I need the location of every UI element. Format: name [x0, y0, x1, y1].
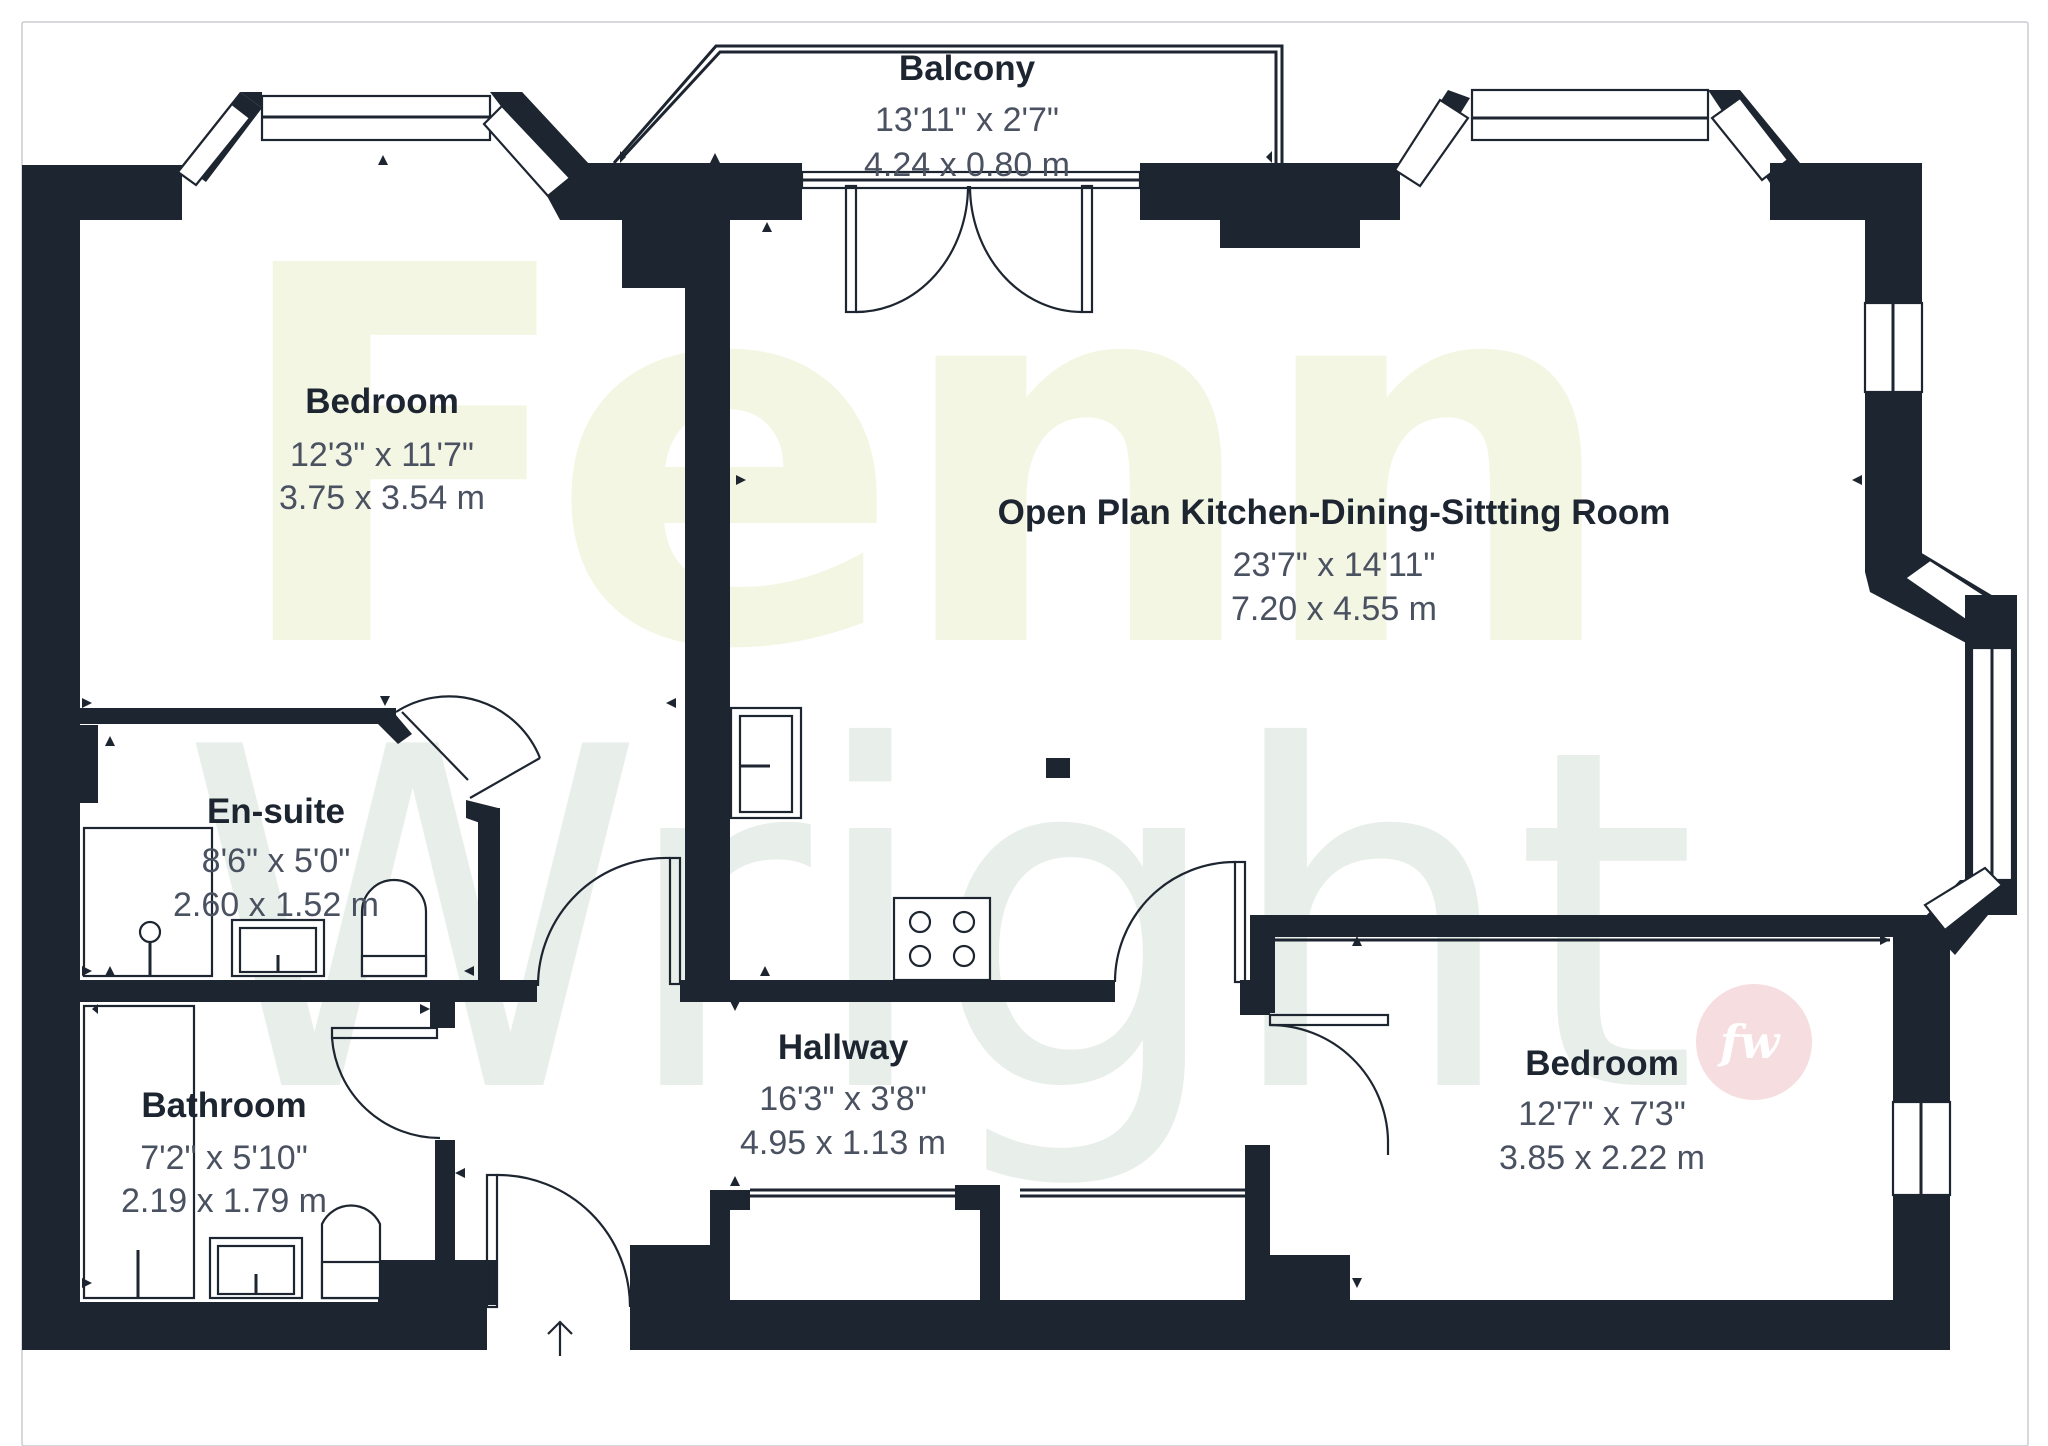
- room-label-bedroom-second: Bedroom 12'7" x 7'3" 3.85 x 2.22 m: [1499, 1044, 1705, 1177]
- room-label-ensuite: En-suite 8'6" x 5'0" 2.60 x 1.52 m: [173, 792, 379, 924]
- room-name: Balcony: [899, 49, 1036, 88]
- door-kitchen: [1113, 860, 1247, 984]
- room-imperial: 7'2" x 5'10": [140, 1139, 308, 1177]
- measure-ticks: [82, 151, 1890, 1288]
- room-metric: 4.95 x 1.13 m: [740, 1124, 946, 1162]
- window-bay-east: [1863, 301, 2017, 1197]
- window-bay-kitchen: [1393, 88, 1800, 220]
- door-hallway-bedroom: [536, 856, 682, 987]
- room-metric: 3.85 x 2.22 m: [1499, 1139, 1705, 1177]
- pillar: [1046, 758, 1070, 778]
- room-imperial: 13'11" x 2'7": [875, 101, 1059, 139]
- shower-icon: [82, 826, 214, 978]
- room-name: Bedroom: [1525, 1044, 1679, 1083]
- watermark-logo-icon: fw: [1696, 984, 1812, 1100]
- door-entrance: [485, 1173, 632, 1309]
- bathroom-toilet-icon: [320, 1204, 382, 1300]
- window-bay-bedroom: [176, 92, 588, 220]
- door-bathroom: [330, 1026, 441, 1140]
- walls: [22, 163, 1950, 1350]
- watermark-fenn: Fenn: [225, 157, 1612, 763]
- svg-text:fw: fw: [1717, 1015, 1781, 1069]
- room-name: En-suite: [207, 792, 345, 831]
- room-name: Bedroom: [305, 382, 459, 421]
- fixtures: [82, 706, 1890, 1300]
- room-imperial: 12'7" x 7'3": [1518, 1095, 1686, 1133]
- room-label-balcony: Balcony 13'11" x 2'7" 4.24 x 0.80 m: [864, 49, 1070, 184]
- room-imperial: 23'7" x 14'11": [1233, 546, 1436, 584]
- room-metric: 3.75 x 3.54 m: [279, 479, 485, 517]
- sink-icon: [729, 706, 803, 820]
- room-imperial: 8'6" x 5'0": [202, 842, 351, 880]
- room-name: Bathroom: [141, 1086, 306, 1125]
- room-name: Hallway: [778, 1028, 909, 1067]
- watermark: Fenn Wright fw: [180, 157, 1812, 1196]
- door-balcony: [844, 184, 1094, 314]
- room-metric: 2.60 x 1.52 m: [173, 886, 379, 924]
- room-imperial: 12'3" x 11'7": [290, 436, 474, 474]
- room-label-hallway: Hallway 16'3" x 3'8" 4.95 x 1.13 m: [740, 1028, 946, 1162]
- doors: [330, 184, 1390, 1309]
- door-ensuite: [395, 695, 542, 799]
- toilet-icon: [360, 878, 428, 978]
- room-metric: 4.24 x 0.80 m: [864, 146, 1070, 184]
- ensuite-basin-icon: [230, 918, 326, 978]
- room-name: Open Plan Kitchen-Dining-Sittting Room: [998, 493, 1671, 532]
- arrow-up-icon: [547, 1320, 573, 1356]
- room-label-bathroom: Bathroom 7'2" x 5'10" 2.19 x 1.79 m: [121, 1086, 327, 1220]
- room-metric: 7.20 x 4.55 m: [1231, 590, 1437, 628]
- balcony: [612, 44, 1284, 190]
- room-metric: 2.19 x 1.79 m: [121, 1182, 327, 1220]
- bathroom-basin-icon: [208, 1236, 304, 1300]
- room-label-bedroom-main: Bedroom 12'3" x 11'7" 3.75 x 3.54 m: [279, 382, 485, 517]
- door-bedroom-second: [1268, 1013, 1390, 1155]
- room-imperial: 16'3" x 3'8": [759, 1080, 927, 1118]
- hallway-storage: [750, 1188, 1245, 1198]
- bath-icon: [82, 1004, 196, 1300]
- room-label-open-plan: Open Plan Kitchen-Dining-Sittting Room 2…: [998, 493, 1671, 628]
- hob-icon: [892, 896, 992, 982]
